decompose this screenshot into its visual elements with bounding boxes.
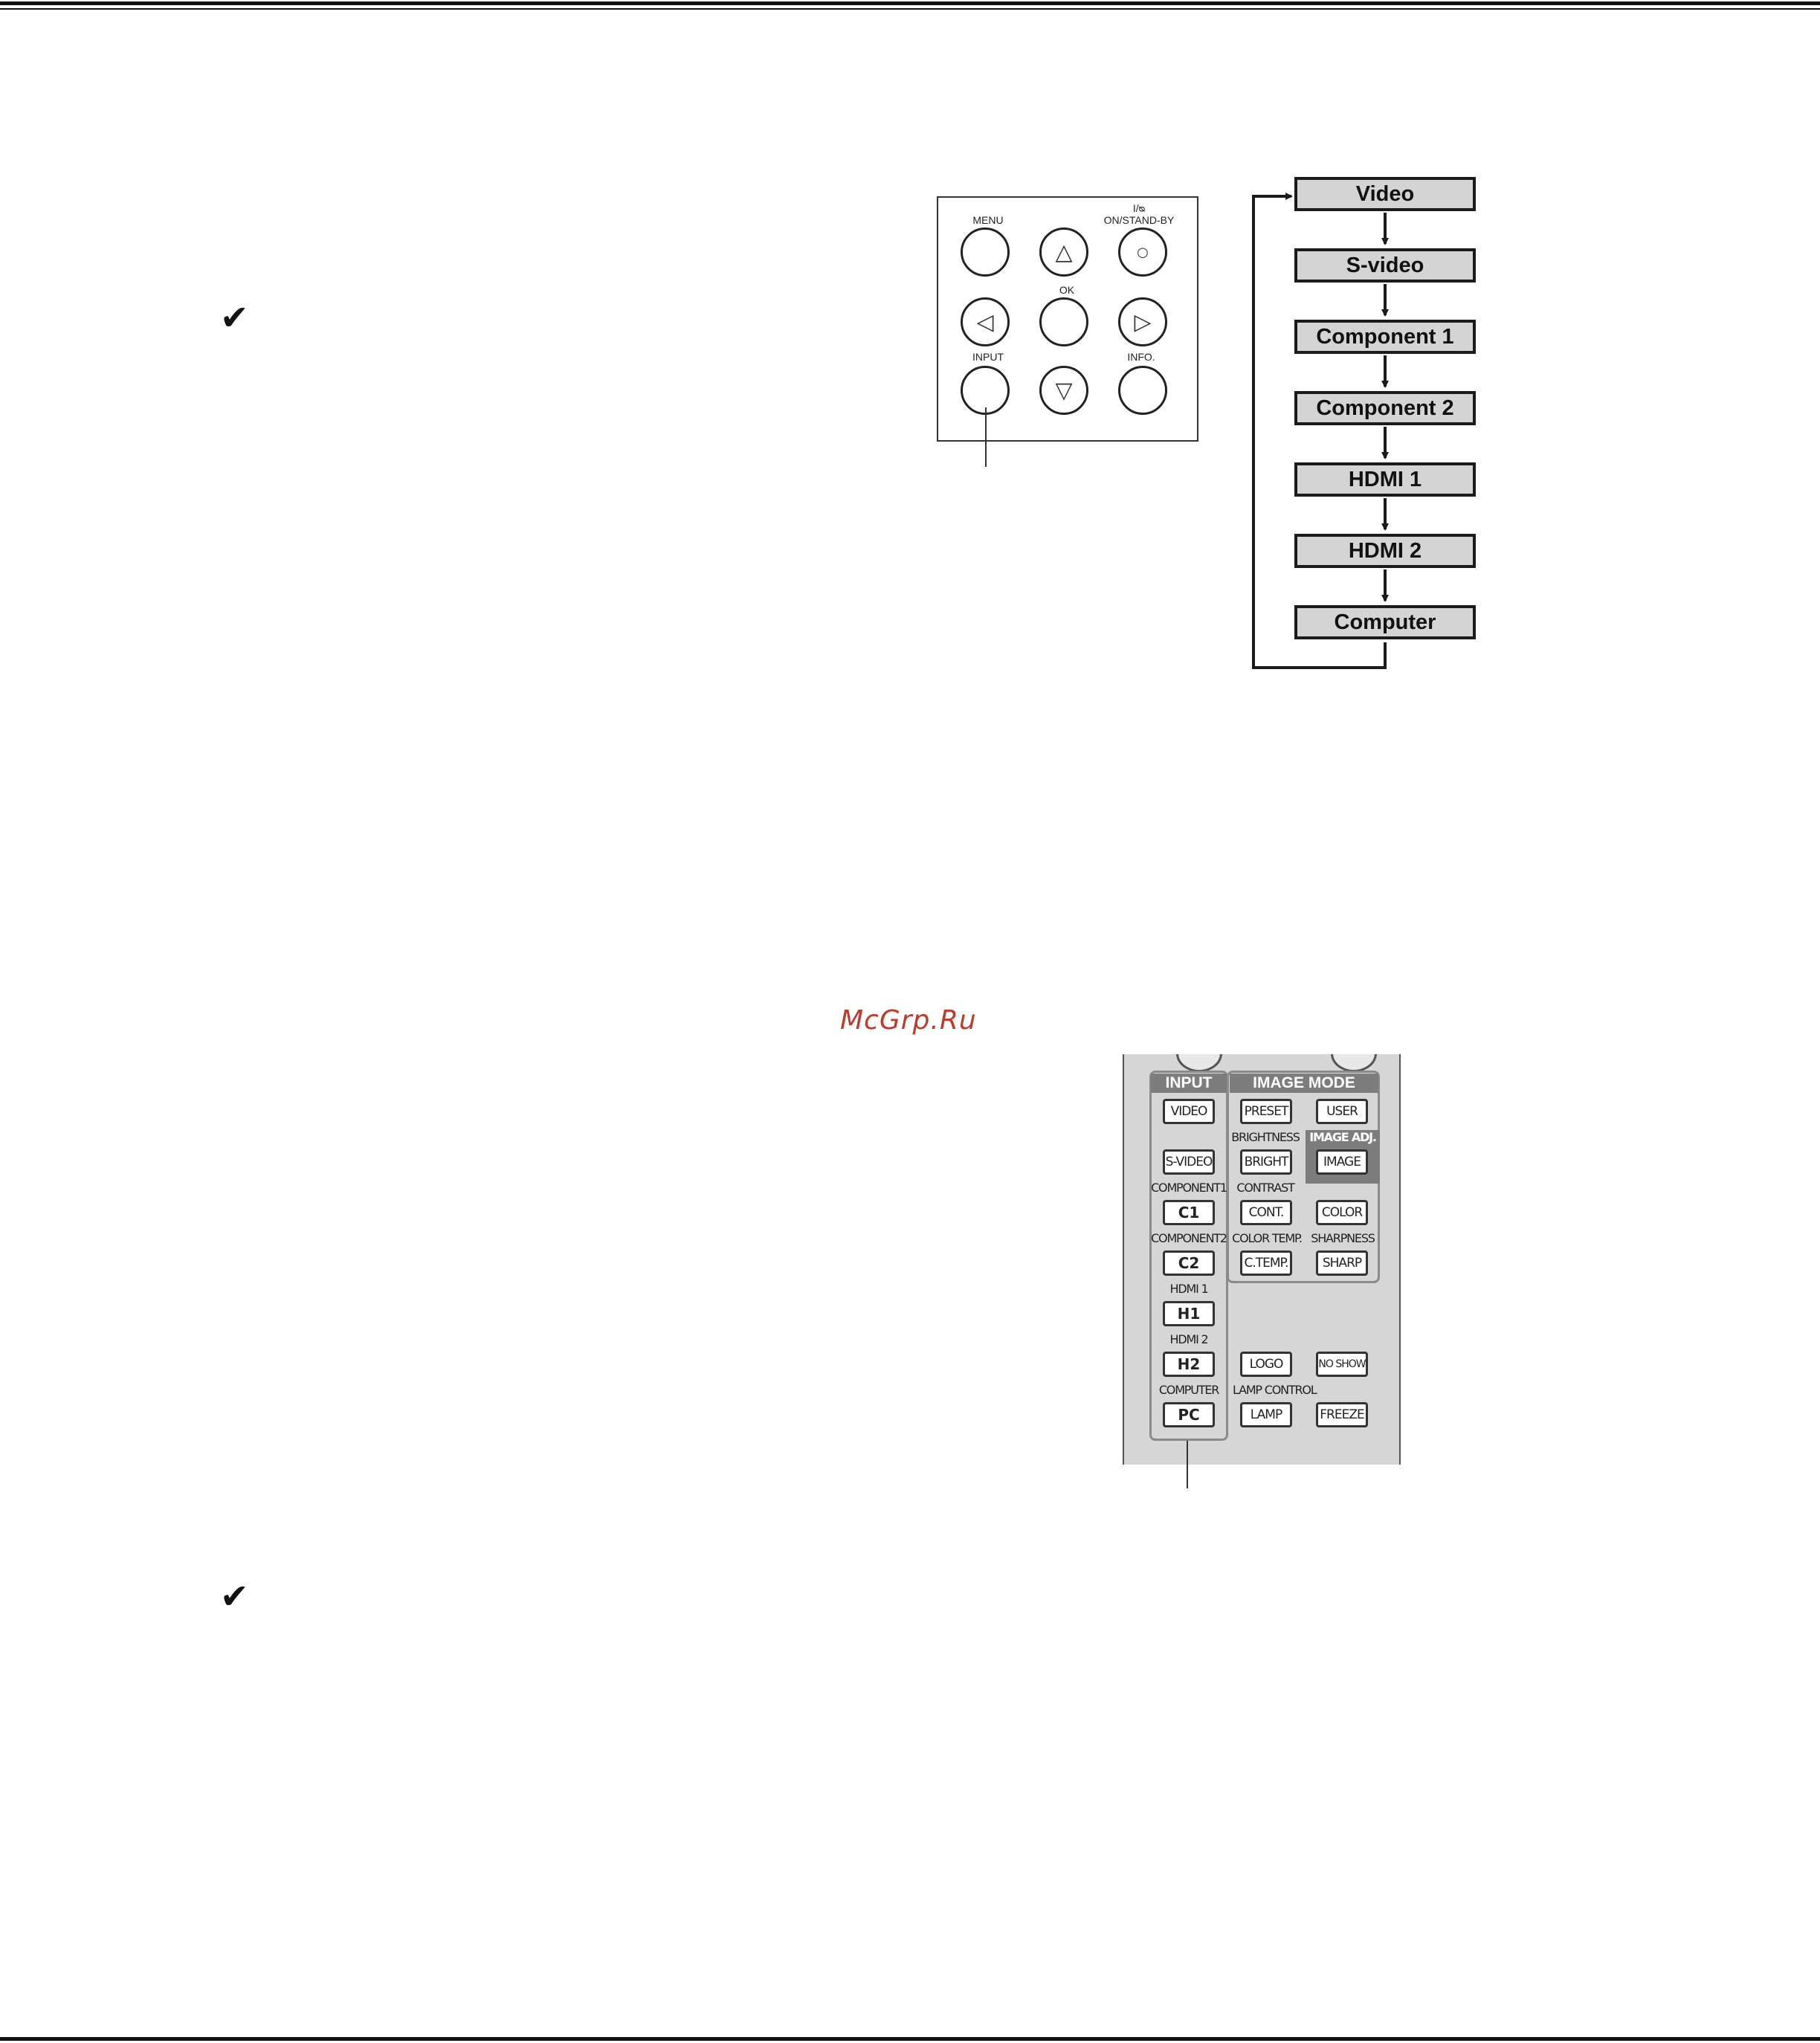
contrast-label: CONTRAST [1236, 1181, 1294, 1195]
power-label: ON/STAND-BY [1103, 214, 1175, 226]
sharp-key[interactable]: SHARP [1316, 1250, 1368, 1276]
flow-step-video: Video [1294, 177, 1476, 211]
flow-step-computer: Computer [1294, 605, 1476, 639]
component2-label: COMPONENT2 [1151, 1231, 1227, 1245]
note-check-icon: ✔ [220, 1576, 249, 1616]
image-key[interactable]: IMAGE [1316, 1149, 1368, 1175]
down-arrow-icon: ▽ [1055, 377, 1073, 404]
sharpness-label: SHARPNESS [1311, 1231, 1375, 1245]
info-button[interactable] [1118, 366, 1167, 415]
menu-button[interactable] [961, 227, 1010, 277]
user-key[interactable]: USER [1316, 1099, 1368, 1124]
watermark-text: McGrp.Ru [840, 1005, 977, 1036]
input-button-pointer-line [985, 407, 987, 467]
flow-step-hdmi-2: HDMI 2 [1294, 534, 1476, 568]
image-mode-group-header: IMAGE MODE [1230, 1074, 1378, 1093]
h1-key[interactable]: H1 [1163, 1301, 1215, 1326]
up-arrow-icon: △ [1055, 239, 1073, 265]
header-rule-thin [0, 8, 1820, 10]
lamp-key[interactable]: LAMP [1240, 1402, 1292, 1427]
pc-key[interactable]: PC [1163, 1402, 1215, 1427]
cont-key[interactable]: CONT. [1240, 1200, 1292, 1225]
input-group-header: INPUT [1151, 1074, 1227, 1093]
power-button[interactable]: ○ [1118, 227, 1167, 277]
c1-key[interactable]: C1 [1163, 1200, 1215, 1225]
bright-key[interactable]: BRIGHT [1240, 1149, 1292, 1175]
brightness-label: BRIGHTNESS [1231, 1130, 1300, 1144]
power-dot-icon: ○ [1137, 244, 1149, 260]
ok-button[interactable] [1039, 297, 1088, 346]
left-arrow-button[interactable]: ◁ [961, 297, 1010, 346]
lamp-control-label: LAMP CONTROL [1233, 1383, 1317, 1397]
s-video-key[interactable]: S-VIDEO [1163, 1149, 1215, 1175]
footer-rule [0, 2037, 1820, 2041]
flow-step-hdmi-1: HDMI 1 [1294, 462, 1476, 497]
menu-label: MENU [972, 214, 1004, 226]
color-temp-label: COLOR TEMP. [1232, 1231, 1303, 1245]
image-adj-label: IMAGE ADJ. [1309, 1130, 1377, 1144]
video-key[interactable]: VIDEO [1163, 1099, 1215, 1124]
note-check-icon: ✔ [220, 297, 249, 338]
input-button[interactable] [961, 366, 1010, 415]
remote-control: INPUT IMAGE MODE VIDEO PRESET USER BRIGH… [1123, 1054, 1401, 1465]
ok-label: OK [1059, 284, 1075, 296]
input-flow-arrows [1252, 193, 1389, 669]
c-temp-key[interactable]: C.TEMP. [1240, 1250, 1292, 1276]
flow-step-component-2: Component 2 [1294, 391, 1476, 425]
power-symbol-label: I/ᴓ [1132, 202, 1146, 214]
right-arrow-icon: ▷ [1134, 309, 1152, 335]
left-arrow-icon: ◁ [976, 309, 994, 335]
h2-key[interactable]: H2 [1163, 1352, 1215, 1377]
input-label: INPUT [972, 351, 1004, 363]
c2-key[interactable]: C2 [1163, 1250, 1215, 1276]
no-show-key[interactable]: NO SHOW [1316, 1352, 1368, 1377]
logo-key[interactable]: LOGO [1240, 1352, 1292, 1377]
down-arrow-button[interactable]: ▽ [1039, 366, 1088, 415]
flow-step-s-video: S-video [1294, 248, 1476, 283]
color-key[interactable]: COLOR [1316, 1200, 1368, 1225]
computer-label: COMPUTER [1158, 1383, 1220, 1397]
preset-key[interactable]: PRESET [1240, 1099, 1292, 1124]
component1-label: COMPONENT1 [1151, 1181, 1227, 1195]
hdmi1-label: HDMI 1 [1169, 1282, 1209, 1296]
flow-step-component-1: Component 1 [1294, 320, 1476, 354]
input-group-pointer-line [1187, 1441, 1188, 1488]
freeze-key[interactable]: FREEZE [1316, 1402, 1368, 1427]
remote-top-button[interactable] [1176, 1054, 1222, 1072]
remote-top-button[interactable] [1331, 1054, 1377, 1072]
hdmi2-label: HDMI 2 [1169, 1332, 1209, 1346]
projector-control-panel: MENU I/ᴓ ON/STAND-BY OK INPUT INFO. △ ○ … [937, 196, 1198, 442]
header-rule-thick [0, 1, 1820, 5]
right-arrow-button[interactable]: ▷ [1118, 297, 1167, 346]
info-label: INFO. [1127, 351, 1155, 363]
up-arrow-button[interactable]: △ [1039, 227, 1088, 277]
